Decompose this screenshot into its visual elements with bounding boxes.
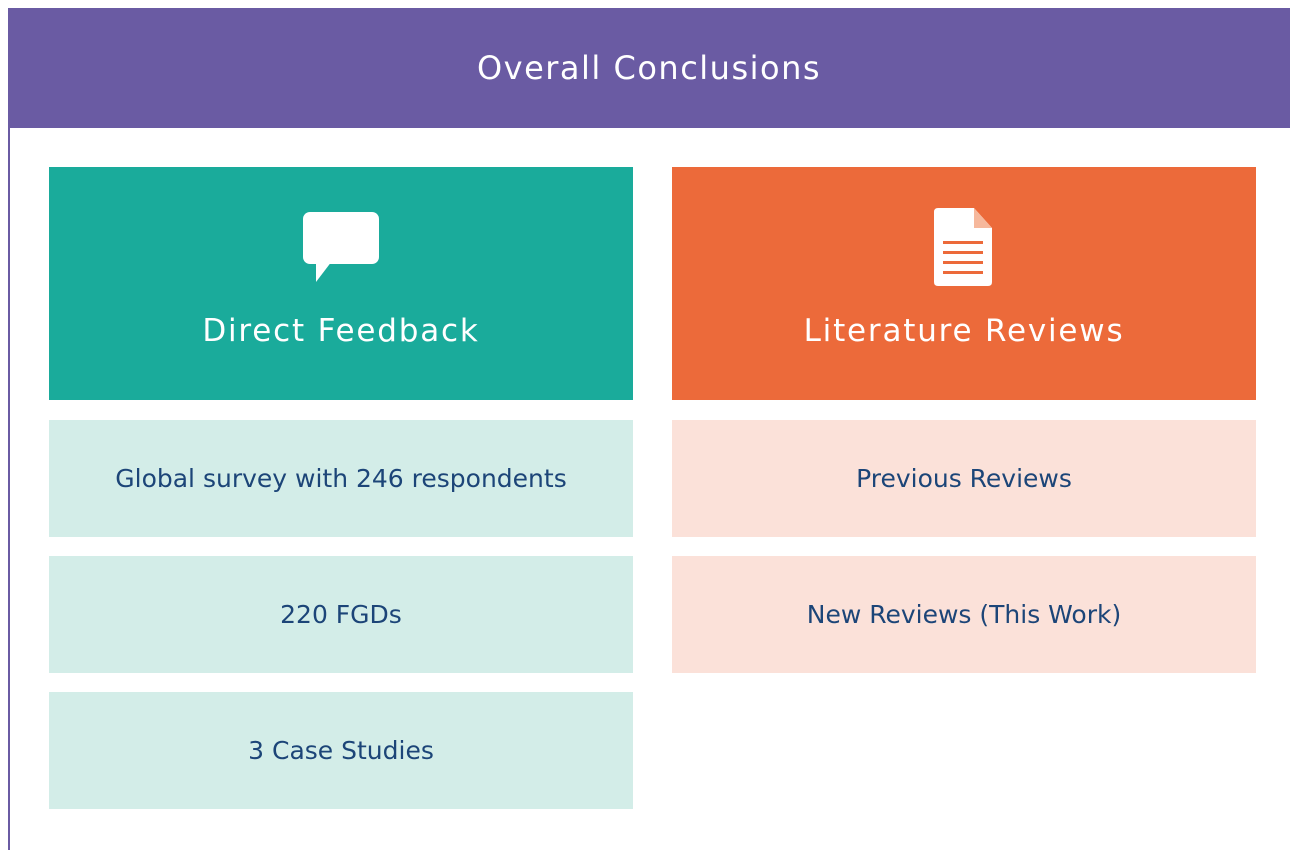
speech-bubble-icon: [301, 210, 381, 284]
literature-reviews-column: Literature Reviews Previous Reviews New …: [672, 167, 1256, 673]
header-banner: Overall Conclusions: [8, 8, 1290, 128]
feedback-item-survey: Global survey with 246 respondents: [49, 420, 633, 537]
direct-feedback-column: Direct Feedback Global survey with 246 r…: [49, 167, 633, 809]
page-title: Overall Conclusions: [476, 49, 822, 87]
literature-reviews-header: Literature Reviews: [672, 167, 1256, 400]
feedback-item-fgds: 220 FGDs: [49, 556, 633, 673]
direct-feedback-header: Direct Feedback: [49, 167, 633, 400]
review-item-previous: Previous Reviews: [672, 420, 1256, 537]
feedback-item-case-studies: 3 Case Studies: [49, 692, 633, 809]
left-border-line: [8, 128, 10, 850]
review-item-new: New Reviews (This Work): [672, 556, 1256, 673]
literature-reviews-title: Literature Reviews: [803, 313, 1125, 349]
direct-feedback-title: Direct Feedback: [202, 313, 480, 349]
document-icon: [924, 208, 1004, 286]
